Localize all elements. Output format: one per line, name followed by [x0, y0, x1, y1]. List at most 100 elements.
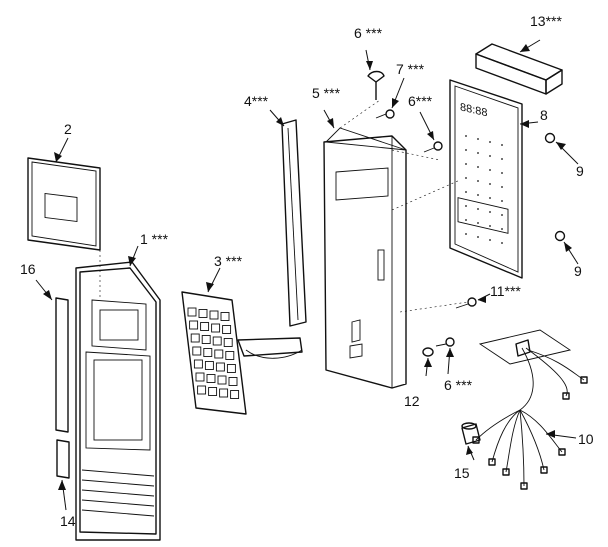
board-component [489, 183, 491, 185]
board-component [465, 163, 467, 165]
harness-terminal [558, 448, 566, 456]
label-3: 3 *** [214, 253, 243, 269]
keypad-key [219, 388, 229, 398]
label-7: 7 *** [396, 61, 425, 77]
part-7-screw [375, 109, 395, 119]
keypad-key [198, 309, 208, 318]
part-6-screw-right [423, 141, 443, 153]
board-component [477, 138, 479, 140]
board-component [465, 219, 467, 221]
part-6-screw-lower [435, 337, 455, 347]
keypad-key [201, 335, 211, 344]
label-2: 2 [64, 121, 72, 137]
label-14: 14 [60, 513, 76, 529]
part-6-screw-top [367, 70, 385, 100]
part-3-keypad [181, 291, 303, 415]
board-component [477, 180, 479, 182]
part-16-trim-strip [55, 297, 70, 479]
board-component [465, 205, 467, 207]
label-9-upper: 9 [576, 163, 584, 179]
part-9-screw-lower [554, 230, 566, 242]
part-9-screw-upper [544, 132, 556, 144]
keypad-key [195, 372, 205, 382]
part-4-seal-strip [281, 119, 307, 327]
board-component [477, 194, 479, 196]
part-1-door-frame [75, 250, 161, 541]
keypad-key [206, 374, 216, 383]
board-component [465, 135, 467, 137]
part-15-connector [461, 422, 481, 445]
board-component [477, 222, 479, 224]
keypad-key [223, 338, 233, 347]
board-component [501, 186, 503, 188]
board-component [465, 191, 467, 193]
keypad-key [222, 325, 232, 334]
keypad-key [190, 333, 200, 343]
part-5-control-housing [323, 99, 469, 389]
keypad-key [197, 385, 207, 395]
callout-labels: 2 1 *** 16 14 3 *** 4*** 5 *** 6 *** 7 *… [20, 13, 594, 529]
board-component [489, 197, 491, 199]
keypad-key [228, 377, 238, 386]
part-10-wire-harness [472, 329, 588, 490]
keypad-key [193, 359, 203, 369]
leader-arrowheads [43, 44, 572, 490]
keypad-key [212, 336, 222, 346]
label-6-lower: 6 *** [444, 377, 473, 393]
board-component [501, 228, 503, 230]
board-component [477, 236, 479, 238]
keypad-key [187, 307, 197, 317]
part-8-circuit-board: 88:88 [449, 79, 523, 279]
keypad-key [204, 361, 214, 370]
label-10: 10 [578, 431, 594, 447]
keypad-key [215, 362, 225, 372]
harness-terminal [540, 466, 548, 474]
label-6-right: 6*** [408, 93, 433, 109]
part-13-washer [422, 347, 434, 357]
keypad-key [192, 346, 202, 356]
board-component [501, 158, 503, 160]
keypad-key [203, 348, 213, 357]
keypad-key [211, 323, 221, 333]
keypad-key [226, 364, 236, 373]
label-15: 15 [454, 465, 470, 481]
board-component [489, 155, 491, 157]
harness-terminal [488, 458, 496, 466]
label-11: 11*** [490, 283, 521, 299]
board-component [489, 211, 491, 213]
board-component [465, 149, 467, 151]
board-component [489, 225, 491, 227]
board-component [477, 152, 479, 154]
board-component [501, 172, 503, 174]
keypad-key [189, 320, 199, 330]
keypad-key [217, 375, 227, 385]
board-component [465, 177, 467, 179]
leader-lines [35, 39, 579, 511]
board-component [489, 141, 491, 143]
harness-terminal [502, 468, 510, 476]
label-1: 1 *** [140, 231, 169, 247]
board-component [501, 144, 503, 146]
display-digits: 88:88 [460, 101, 487, 119]
board-component [489, 239, 491, 241]
label-13: 12 [404, 393, 420, 409]
part-2-window-plate [27, 157, 101, 251]
keypad-key [200, 322, 210, 331]
harness-terminal [520, 482, 528, 490]
label-6-top: 6 *** [354, 25, 383, 41]
board-component [465, 233, 467, 235]
label-4: 4*** [244, 93, 269, 109]
board-component [501, 200, 503, 202]
part-11-screw [455, 297, 477, 309]
keypad-key [214, 349, 224, 359]
label-8: 8 [540, 107, 548, 123]
board-component [501, 214, 503, 216]
board-component [489, 169, 491, 171]
label-9-lower: 9 [574, 263, 582, 279]
keypad-key [209, 310, 219, 320]
part-12-display-block [475, 43, 563, 95]
label-5: 5 *** [312, 85, 341, 101]
board-component [501, 242, 503, 244]
board-component [477, 208, 479, 210]
